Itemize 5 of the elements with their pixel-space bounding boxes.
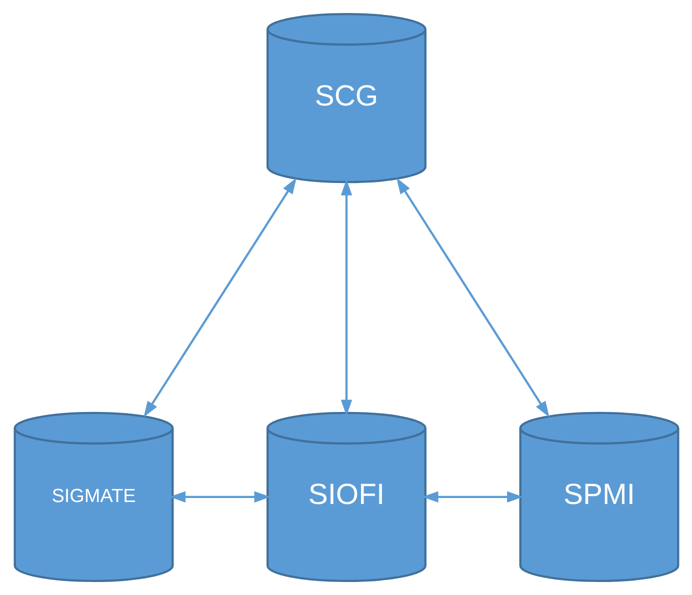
- arrow: [396, 178, 549, 418]
- arrow: [422, 491, 523, 503]
- arrow: [168, 491, 270, 503]
- arrow: [143, 178, 296, 418]
- arrow: [340, 179, 352, 416]
